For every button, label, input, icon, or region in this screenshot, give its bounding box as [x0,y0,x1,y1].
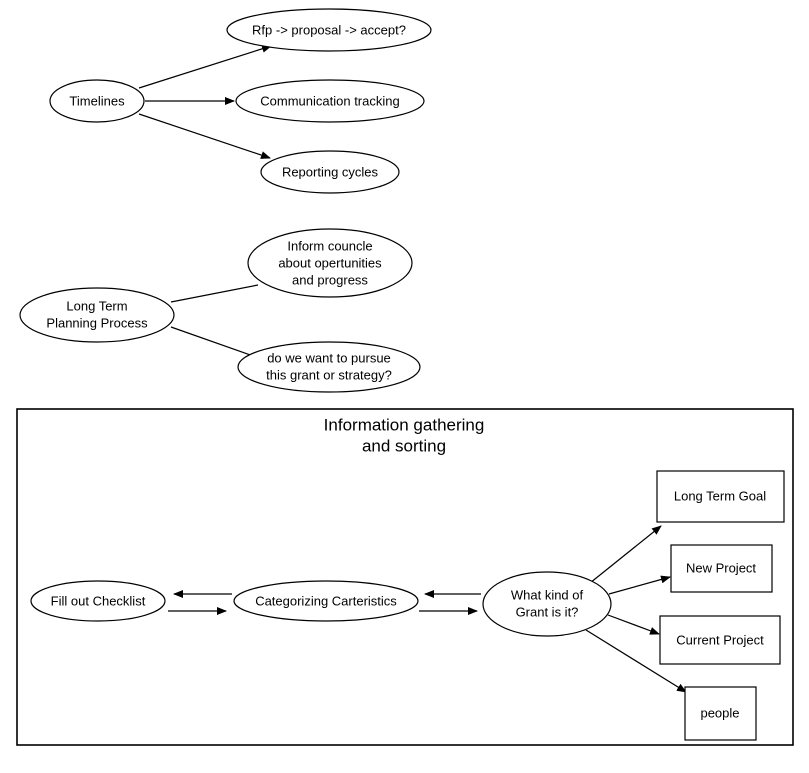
node-current-project[interactable]: Current Project [659,615,781,665]
categorizing-carteristics-ellipse[interactable] [233,580,419,622]
node-communication-tracking[interactable]: Communication tracking [235,79,425,123]
categorizing-carteristics-label: Categorizing Carteristics [255,593,397,608]
long-term-planning-label-line2: Planning Process [46,315,148,330]
communication-tracking-label: Communication tracking [260,93,399,108]
people-label: people [700,705,739,720]
inform-councle-label-line3: and progress [292,272,368,287]
fill-out-checklist-ellipse[interactable] [30,580,166,622]
reporting-cycles-ellipse[interactable] [260,150,400,194]
edge-grant-to-new-project [608,575,671,595]
edge-grant-to-long-term-goal [589,525,662,584]
node-new-project[interactable]: New Project [670,544,773,593]
node-people[interactable]: people [684,686,757,741]
edge-grant-to-current-project [607,614,660,635]
what-kind-of-grant-label-line2: Grant is it? [516,604,579,619]
node-long-term-goal[interactable]: Long Term Goal [656,470,785,523]
new-project-label: New Project [686,560,756,575]
node-long-term-planning[interactable]: Long Term Planning Process [19,287,175,343]
reporting-cycles-label: Reporting cycles [282,164,379,179]
edge-timelines-to-reporting-cycles [138,113,271,159]
current-project-rect[interactable] [659,615,781,665]
pursue-grant-label-line2: this grant or strategy? [266,367,392,382]
edge-timelines-to-rfp [138,44,272,89]
what-kind-of-grant-ellipse[interactable] [482,571,612,637]
node-rfp-proposal-accept[interactable]: Rfp -> proposal -> accept? [226,8,432,52]
node-fill-out-checklist[interactable]: Fill out Checklist [30,580,166,622]
inform-councle-label-line1: Inform councle [287,238,372,253]
long-term-goal-label: Long Term Goal [674,488,766,503]
rfp-proposal-accept-ellipse[interactable] [226,8,432,52]
inform-councle-ellipse[interactable] [247,228,413,298]
node-inform-councle[interactable]: Inform councle about opertunities and pr… [247,228,413,298]
current-project-label: Current Project [676,632,764,647]
communication-tracking-ellipse[interactable] [235,79,425,123]
long-term-goal-rect[interactable] [656,470,785,523]
long-term-planning-ellipse[interactable] [19,287,175,343]
people-rect[interactable] [684,686,757,741]
node-reporting-cycles[interactable]: Reporting cycles [260,150,400,194]
edge-planning-to-inform-councle [170,284,259,303]
node-timelines[interactable]: Timelines [49,79,145,123]
edge-grant-to-people [585,629,687,693]
new-project-rect[interactable] [670,544,773,593]
pursue-grant-ellipse[interactable] [237,341,421,393]
group-title-line1: Information gathering [324,415,485,434]
long-term-planning-label-line1: Long Term [66,298,127,313]
long-term-planning-cluster: Long Term Planning Process Inform councl… [19,228,421,393]
edge-planning-to-pursue-grant [170,326,257,358]
node-categorizing-carteristics[interactable]: Categorizing Carteristics [233,580,419,622]
pursue-grant-label-line1: do we want to pursue [267,350,391,365]
timelines-cluster: Timelines Rfp -> proposal -> accept? Com… [49,8,432,194]
node-what-kind-of-grant[interactable]: What kind of Grant is it? [482,571,612,637]
inform-councle-label-line2: about opertunities [278,255,382,270]
information-gathering-cluster: Information gathering and sorting Fill o… [16,408,794,746]
fill-out-checklist-label: Fill out Checklist [51,593,146,608]
node-pursue-grant[interactable]: do we want to pursue this grant or strat… [237,341,421,393]
rfp-proposal-accept-label: Rfp -> proposal -> accept? [252,22,406,37]
what-kind-of-grant-label-line1: What kind of [511,587,584,602]
group-title-line2: and sorting [362,436,446,455]
timelines-ellipse[interactable] [49,79,145,123]
timelines-label: Timelines [69,93,125,108]
